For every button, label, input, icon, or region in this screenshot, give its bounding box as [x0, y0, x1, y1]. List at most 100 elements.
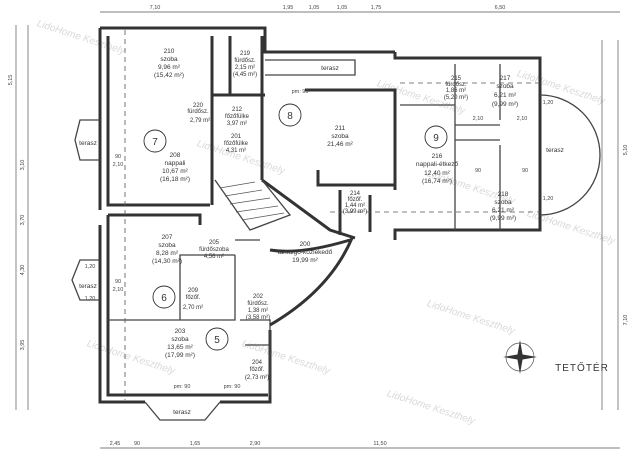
dim-right: 7,10: [623, 315, 629, 326]
terrace-label: terasz: [546, 147, 564, 154]
roof-lines: [124, 30, 540, 400]
apartment-5: 5: [214, 335, 220, 346]
plan-label: 200: [300, 241, 311, 248]
plan-label: (4,45 m²): [233, 72, 257, 78]
plan-label: társalgó-közlekedő: [278, 249, 333, 256]
apartment-markers: 5 6 7 8 9: [143, 103, 448, 351]
opening-labels: pm: 90 pm: 90 pm: 90 90 2,10 90 2,10 2,1…: [85, 89, 554, 390]
plan-label: (5,20 m²): [444, 95, 468, 101]
plan-label: fürdősz.: [247, 301, 269, 307]
plan-label: (17,99 m²): [165, 352, 195, 359]
plan-label: 205: [209, 240, 220, 246]
dim-left: 3,10: [20, 160, 26, 171]
plan-label: pm: 90: [174, 384, 191, 390]
plan-label: 214: [350, 191, 361, 197]
plan-label: (16,18 m²): [160, 176, 190, 183]
dim-top: 6,50: [495, 5, 506, 11]
plan-label: (2,73 m²): [245, 375, 269, 381]
dim-right: 5,10: [623, 145, 629, 156]
plan-label: főzőfülke: [225, 114, 250, 120]
plan-label: (3,58 m²): [246, 315, 270, 321]
plan-label: (3,99 m²): [343, 209, 367, 215]
plan-label: 21,46 m²: [327, 141, 353, 148]
plan-label: fürdősz.: [445, 82, 467, 88]
plan-label: 2,10: [473, 116, 484, 122]
dim-top: 1,05: [337, 5, 348, 11]
plan-label: 4,56 m²: [204, 254, 224, 260]
plan-label: 2,70 m²: [183, 305, 203, 311]
dim-top: 1,05: [309, 5, 320, 11]
plan-label: 1,20: [543, 196, 554, 202]
plan-label: 202: [253, 294, 264, 300]
plan-label: (9,99 m²): [492, 101, 518, 108]
plan-label: nappali: [165, 160, 186, 167]
watermark: LidoHome Keszthely: [515, 68, 607, 107]
plan-label: 219: [240, 51, 251, 57]
plan-label: 90: [475, 168, 481, 174]
dim-bottom: 11,50: [373, 441, 386, 447]
dim-bottom: 90: [134, 441, 140, 447]
watermark: LidoHome Keszthely: [35, 18, 127, 57]
plan-label: nappali-étkező: [416, 161, 459, 168]
plan-label: 19,99 m²: [292, 257, 318, 264]
plan-label: 211: [335, 125, 346, 132]
compass-icon: [503, 340, 537, 374]
plan-label: 9,96 m²: [158, 64, 181, 71]
plan-label: 2,10: [517, 116, 528, 122]
plan-label: 209: [188, 288, 199, 294]
terrace-label: terasz: [79, 140, 97, 147]
plan-label: szoba: [160, 56, 178, 63]
plan-label: 2,10: [113, 287, 124, 293]
plan-label: 12,40 m²: [424, 170, 450, 177]
apartment-7: 7: [152, 137, 158, 148]
plan-label: szoba: [496, 83, 514, 90]
dim-bottom: 2,45: [110, 441, 121, 447]
walls: [98, 26, 542, 404]
plan-label: főzőf.: [186, 295, 201, 301]
plan-label: főzőf.: [250, 367, 265, 373]
plan-label: szoba: [171, 336, 189, 343]
dim-left: 5,15: [8, 75, 14, 86]
plan-label: 1,38 m²: [248, 308, 268, 314]
plan-label: szoba: [331, 133, 349, 140]
plan-label: 203: [175, 328, 186, 335]
terrace-label: terasz: [321, 65, 339, 72]
plan-label: 1,20: [85, 296, 96, 302]
plan-label: 4,31 m²: [226, 148, 246, 154]
plan-label: szoba: [494, 199, 512, 206]
plan-label: 2,10: [113, 162, 124, 168]
plan-label: pm: 90: [292, 89, 309, 95]
apartment-9: 9: [433, 133, 439, 144]
curved-wall: [269, 237, 354, 327]
plan-label: fürdősz.: [187, 109, 209, 115]
plan-label: 3,97 m²: [227, 121, 247, 127]
dim-left: 3,70: [20, 215, 26, 226]
plan-label: 220: [193, 103, 204, 109]
plan-label: 204: [252, 360, 263, 366]
plan-label: (9,99 m²): [490, 215, 516, 222]
plan-label: 13,65 m²: [167, 344, 193, 351]
dimension-lines: 7,10 1,95 1,05 1,05 1,75 6,50 2,45 90 1,…: [8, 5, 629, 449]
plan-label: (16,74 m²): [422, 178, 452, 185]
plan-label: főzőfülke: [224, 141, 249, 147]
plan-label: 90: [115, 154, 121, 160]
plan-label: 1,20: [543, 100, 554, 106]
terraces: terasz terasz terasz terasz terasz: [71, 59, 601, 421]
plan-label: 90: [522, 168, 528, 174]
